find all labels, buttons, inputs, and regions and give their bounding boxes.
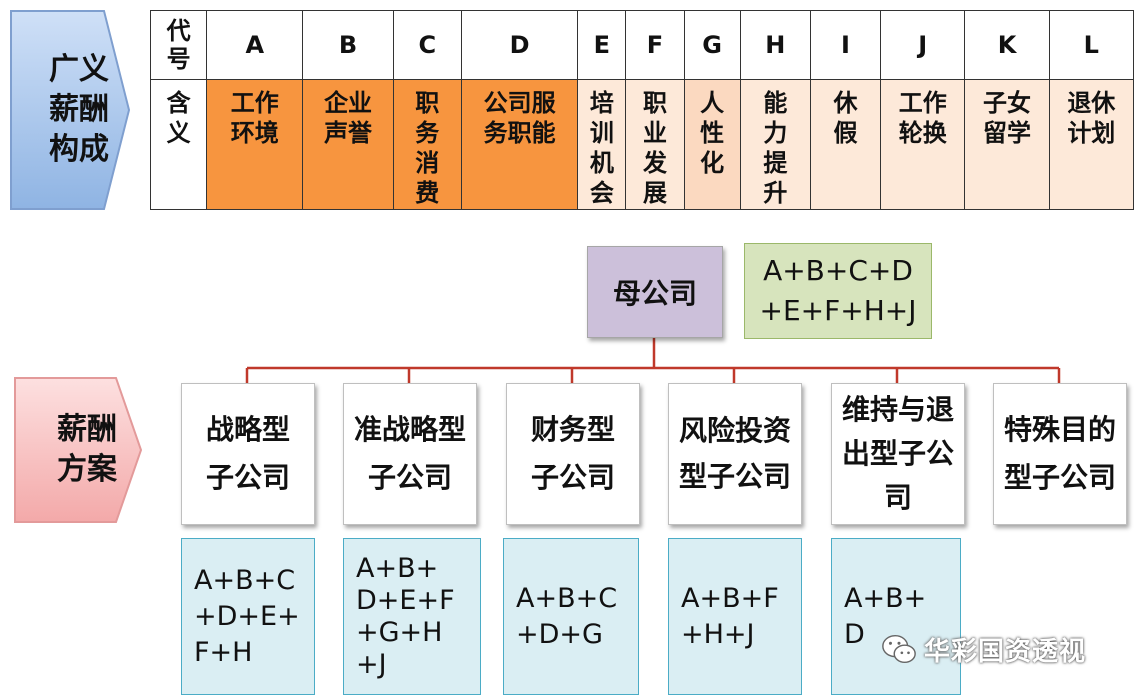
code-cell: J bbox=[880, 10, 966, 80]
meaning-header: 含 义 bbox=[149, 79, 208, 210]
subsidiary-venture-box: 风险投资 型子公司 bbox=[668, 383, 802, 525]
subsidiary-special-purpose-box: 特殊目的 型子公司 bbox=[993, 383, 1127, 525]
subsidiary-financial-box: 财务型 子公司 bbox=[506, 383, 640, 525]
parent-formula-box: A+B+C+D +E+F+H+J bbox=[744, 243, 932, 339]
code-row: 代 号 A B C D E F G H I J K L bbox=[149, 10, 1134, 80]
formula-quasi-strategic: A+B+ D+E+F +G+H +J bbox=[343, 538, 481, 695]
meaning-cell: 人 性 化 bbox=[683, 79, 741, 210]
code-cell: C bbox=[392, 10, 462, 80]
meaning-cell: 工作 轮换 bbox=[880, 79, 966, 210]
code-cell: E bbox=[577, 10, 627, 80]
compensation-composition-arrow: 广义 薪酬 构成 bbox=[8, 8, 132, 212]
formula-venture: A+B+F +H+J bbox=[668, 538, 802, 695]
code-cell: G bbox=[683, 10, 741, 80]
subsidiary-strategic-box: 战略型 子公司 bbox=[181, 383, 315, 525]
meaning-cell: 职 务 消 费 bbox=[392, 79, 462, 210]
meaning-cell: 休 假 bbox=[809, 79, 882, 210]
subsidiary-exit-box: 维持与退 出型子公 司 bbox=[831, 383, 965, 525]
code-cell: L bbox=[1048, 10, 1134, 80]
arrow-shape bbox=[10, 10, 131, 210]
meaning-row: 含 义 工作 环境 企业 声誉 职 务 消 费 公司服 务职能 培 训 机 会 … bbox=[149, 79, 1134, 210]
compensation-plan-label: 薪酬 方案 bbox=[57, 412, 117, 487]
parent-company-box: 母公司 bbox=[587, 246, 723, 338]
meaning-cell: 公司服 务职能 bbox=[460, 79, 579, 210]
meaning-cell: 能 力 提 升 bbox=[739, 79, 811, 210]
arrow-shape bbox=[14, 377, 143, 523]
formula-financial: A+B+C +D+G bbox=[503, 538, 639, 695]
compensation-table: 代 号 A B C D E F G H I J K L 含 义 工作 环境 企业… bbox=[149, 10, 1134, 210]
watermark: 华彩国资透视 bbox=[880, 630, 1086, 668]
code-cell: B bbox=[302, 10, 394, 80]
code-cell: H bbox=[739, 10, 811, 80]
meaning-cell: 培 训 机 会 bbox=[577, 79, 627, 210]
code-cell: K bbox=[964, 10, 1050, 80]
meaning-cell: 企业 声誉 bbox=[302, 79, 394, 210]
watermark-text: 华彩国资透视 bbox=[924, 636, 1087, 667]
meaning-cell: 职 业 发 展 bbox=[625, 79, 685, 210]
code-cell: I bbox=[809, 10, 882, 80]
meaning-cell: 子女 留学 bbox=[964, 79, 1050, 210]
meaning-cell: 退休 计划 bbox=[1048, 79, 1134, 210]
compensation-composition-label: 广义 薪酬 构成 bbox=[49, 52, 109, 167]
code-cell: D bbox=[460, 10, 579, 80]
code-cell: F bbox=[625, 10, 685, 80]
compensation-plan-arrow: 薪酬 方案 bbox=[12, 375, 144, 525]
formula-exit: A+B+ D bbox=[831, 538, 961, 695]
subsidiary-quasi-strategic-box: 准战略型 子公司 bbox=[343, 383, 477, 525]
formula-strategic: A+B+C +D+E+ F+H bbox=[181, 538, 315, 695]
wechat-icon bbox=[882, 634, 916, 664]
code-header: 代 号 bbox=[149, 10, 208, 80]
code-cell: A bbox=[206, 10, 304, 80]
